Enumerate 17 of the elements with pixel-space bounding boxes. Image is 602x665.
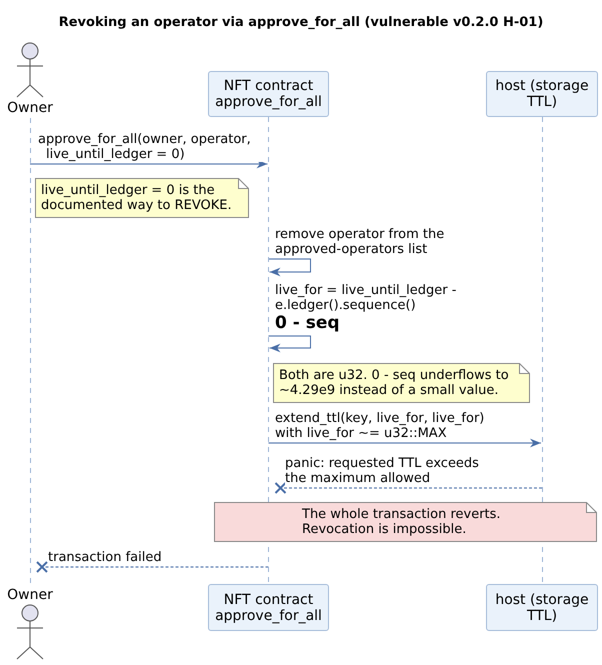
note bbox=[273, 363, 530, 403]
message-arrow bbox=[30, 160, 268, 168]
participant-name: host (storage TTL) bbox=[494, 592, 590, 624]
note bbox=[214, 502, 597, 542]
note-text: live_until_ledger = 0 is the documented way to REVOKE. bbox=[41, 183, 233, 214]
diagram-title: Revoking an operator via approve_for_all (vulnerable v0.2.0 H-01) bbox=[58, 15, 544, 31]
actor-name: Owner bbox=[7, 100, 53, 117]
participant-name: host (storage TTL) bbox=[494, 78, 590, 110]
actor-name: Owner bbox=[7, 587, 53, 604]
self-message-arrow bbox=[268, 336, 311, 352]
participant-name: NFT contract approve_for_all bbox=[214, 78, 323, 110]
note bbox=[35, 178, 249, 218]
note-text: Both are u32. 0 - seq underflows to ~4.29e9 instead of a small value. bbox=[279, 368, 510, 399]
self-message-arrow bbox=[268, 258, 311, 276]
participant-name: NFT contract approve_for_all bbox=[214, 592, 323, 624]
note-text: The whole transaction reverts. Revocation is impossible. bbox=[302, 507, 502, 538]
message-arrow bbox=[268, 438, 542, 448]
